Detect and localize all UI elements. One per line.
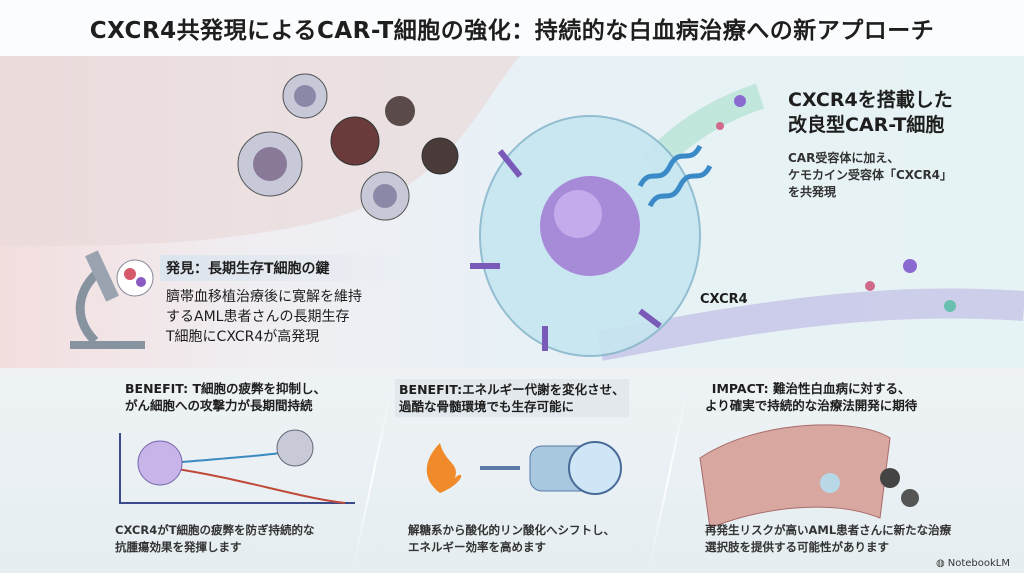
panel-2-body: 解糖系から酸化的リン酸化へシフトし、エネルギー効率を高めます (408, 523, 615, 554)
car-receptor-icon (470, 149, 662, 351)
cxcr4-receptor-icon (637, 144, 713, 208)
brand-mark: ◍NotebookLM (936, 558, 1010, 569)
particle-icons (716, 95, 956, 312)
cxcr4-label: CXCR4 (700, 292, 748, 307)
improved-heading: CXCR4を搭載した改良型CAR-T細胞 (788, 89, 953, 136)
hero-illustration (0, 56, 1024, 361)
panel-1-body: CXCR4がT細胞の疲弊を防ぎ持続的な抗腫瘍効果を発揮します (115, 523, 315, 554)
notebooklm-logo-icon: ◍ (936, 558, 945, 569)
discovery-box: 発見：長期生存T細胞の鍵 臍帯血移植治療後に寛解を維持 するAML患者さんの長期… (160, 255, 405, 347)
hero-section: CXCR4 (0, 56, 1024, 368)
t-cell-icon (360, 171, 410, 221)
improved-body: CAR受容体に加え、ケモカイン受容体「CXCR4」を共発現 (788, 151, 953, 199)
exhaustion-chart-icon (119, 429, 355, 504)
microscope-icon (70, 250, 154, 349)
flame-icon (426, 443, 462, 493)
benefits-illustrations (119, 424, 919, 529)
cancer-cell-icon (330, 96, 459, 175)
page-title: CXCR4共発現によるCAR-T細胞の強化：持続的な白血病治療への新アプローチ (0, 0, 1024, 56)
panel-1-heading: BENEFIT: T細胞の疲弊を抑制し、がん細胞への攻撃力が長期間持続 (125, 381, 326, 413)
turbine-icon (529, 441, 622, 495)
panel-3-body: 再発生リスクが高いAML患者さんに新たな治療選択肢を提供する可能性があります (705, 523, 952, 554)
discovery-body: 臍帯血移植治療後に寛解を維持 するAML患者さんの長期生存 T細胞にCXCR4が… (166, 289, 362, 345)
improved-car-t-text: CXCR4を搭載した改良型CAR-T細胞 CAR受容体に加え、ケモカイン受容体「… (788, 88, 1008, 201)
blood-vessel-icon (699, 424, 919, 529)
chemokine-stream (597, 288, 1024, 361)
t-cell-icon (282, 73, 328, 119)
benefits-section: BENEFIT: T細胞の疲弊を抑制し、がん細胞への攻撃力が長期間持続 BENE… (0, 368, 1024, 573)
car-t-cell-icon (479, 115, 701, 357)
panel-3-heading: IMPACT: 難治性白血病に対する、より確実で持続的な治療法開発に期待 (705, 381, 918, 413)
t-cell-icon (237, 131, 303, 197)
panel-2-heading: BENEFIT:エネルギー代謝を変化させ、過酷な骨髄環境でも生存可能に (395, 379, 629, 417)
discovery-heading: 発見：長期生存T細胞の鍵 (160, 255, 405, 281)
